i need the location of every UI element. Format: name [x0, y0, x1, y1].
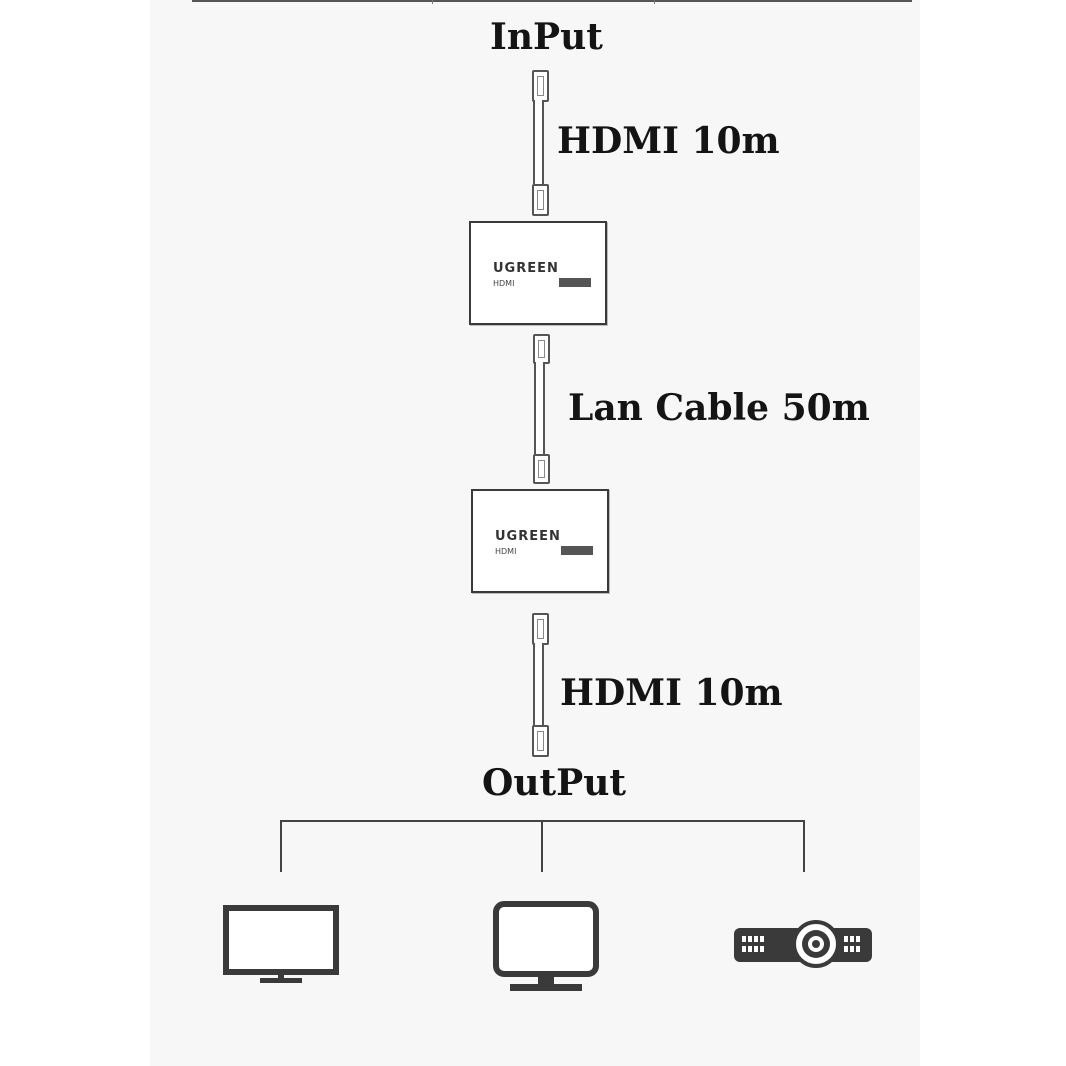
cable-label-hdmi-output: HDMI 10m	[560, 672, 783, 714]
cable-wire	[533, 643, 544, 727]
monitor-icon	[493, 901, 599, 991]
top-border-tick	[654, 0, 655, 4]
rj45-plug-icon	[533, 454, 550, 484]
cable-wire	[533, 100, 544, 184]
cable-label-lan: Lan Cable 50m	[568, 387, 870, 429]
device-model-label: HDMI	[493, 279, 515, 288]
cable-label-hdmi-input: HDMI 10m	[557, 120, 780, 162]
output-drop-line	[280, 820, 282, 872]
device-brand-label: UGREEN	[493, 261, 559, 276]
top-border-tick	[432, 0, 433, 4]
projector-icon	[734, 920, 872, 968]
rj45-plug-icon	[533, 334, 550, 364]
hdmi-plug-icon	[532, 70, 549, 102]
hdmi-plug-icon	[532, 725, 549, 757]
device-badge	[559, 278, 591, 287]
device-brand-label: UGREEN	[495, 529, 561, 544]
hdmi-plug-icon	[532, 184, 549, 216]
extender-transmitter: UGREEN HDMI	[469, 221, 607, 325]
extender-receiver: UGREEN HDMI	[471, 489, 609, 593]
tv-icon	[223, 905, 339, 983]
output-title: OutPut	[482, 762, 627, 804]
output-drop-line	[541, 820, 543, 872]
cable-wire	[534, 362, 545, 454]
device-badge	[561, 546, 593, 555]
hdmi-plug-icon	[532, 613, 549, 645]
input-title: InPut	[490, 16, 603, 58]
top-border-line	[192, 0, 912, 2]
output-drop-line	[803, 820, 805, 872]
device-model-label: HDMI	[495, 547, 517, 556]
